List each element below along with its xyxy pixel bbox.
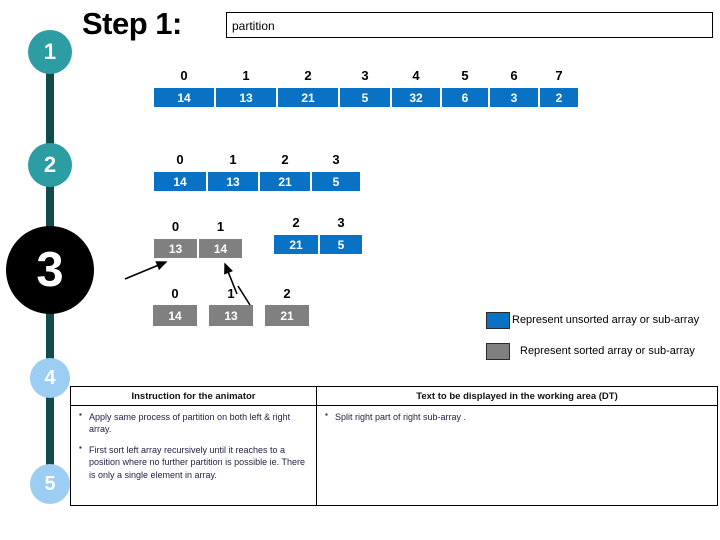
- table-cell-display-text: Split right part of right sub-array .: [317, 406, 717, 505]
- array-index-label: 0: [180, 68, 188, 83]
- instruction-table: Instruction for the animator Text to be …: [70, 386, 718, 506]
- array-cell[interactable]: 14: [153, 305, 197, 326]
- array-index-label: 0: [171, 219, 180, 234]
- array-index-label: 3: [337, 215, 345, 230]
- timeline-step-1[interactable]: 1: [28, 30, 72, 74]
- bullet-item: Split right part of right sub-array .: [325, 410, 711, 423]
- array-index-label: 0: [176, 152, 184, 167]
- array-index-label: 1: [242, 68, 250, 83]
- table-header-row: Instruction for the animator Text to be …: [71, 387, 717, 406]
- array-cell[interactable]: 21: [273, 234, 319, 255]
- timeline-step-3[interactable]: 3: [6, 226, 94, 314]
- arrow-to-sorted-left: [124, 261, 168, 280]
- array-index-label: 1: [227, 286, 235, 301]
- timeline-step-2[interactable]: 2: [28, 143, 72, 187]
- legend-swatch-blue: [486, 312, 510, 329]
- step-timeline: 1 2 3 4 5: [0, 0, 100, 540]
- legend-label: Represent sorted array or sub-array: [520, 345, 695, 357]
- timeline-rail-segment: [46, 165, 54, 270]
- array-index-label: 6: [510, 68, 518, 83]
- timeline-step-5[interactable]: 5: [30, 464, 70, 504]
- table-header-display-text: Text to be displayed in the working area…: [416, 390, 618, 402]
- array-index-label: 1: [229, 152, 237, 167]
- legend-swatch-gray: [486, 343, 510, 360]
- array-cell[interactable]: 14: [153, 171, 207, 192]
- array-index-label: 3: [361, 68, 369, 83]
- legend-item: Represent unsorted array or sub-array: [486, 312, 720, 334]
- table-header-instruction: Instruction for the animator: [71, 387, 317, 405]
- array-cell[interactable]: 5: [319, 234, 363, 255]
- slide-header: Step 1: partition: [82, 6, 714, 48]
- array-cell[interactable]: 6: [441, 87, 489, 108]
- array-cell[interactable]: 14: [198, 238, 243, 259]
- array-cell[interactable]: 21: [259, 171, 311, 192]
- timeline-step-4[interactable]: 4: [30, 358, 70, 398]
- timeline-rail-segment: [46, 378, 54, 484]
- array-index-label: 5: [461, 68, 469, 83]
- array-index-label: 1: [216, 219, 225, 234]
- array-index-label: 2: [283, 286, 291, 301]
- page-title: Step 1:: [82, 6, 182, 41]
- table-cell-instructions: Apply same process of partition on both …: [71, 406, 317, 505]
- array-cell[interactable]: 3: [489, 87, 539, 108]
- array-index-label: 2: [281, 152, 289, 167]
- array-index-label: 7: [555, 68, 563, 83]
- bullet-item: First sort left array recursively until …: [79, 443, 310, 480]
- array-index-label: 2: [292, 215, 300, 230]
- array-index-label: 3: [332, 152, 340, 167]
- array-cell[interactable]: 13: [215, 87, 277, 108]
- array-index-label: 2: [304, 68, 312, 83]
- array-cell[interactable]: 13: [209, 305, 253, 326]
- array-cell[interactable]: 5: [311, 171, 361, 192]
- array-cell[interactable]: 21: [277, 87, 339, 108]
- array-cell[interactable]: 2: [539, 87, 579, 108]
- table-body-row: Apply same process of partition on both …: [71, 406, 717, 505]
- array-cell[interactable]: 32: [391, 87, 441, 108]
- step-name-field[interactable]: partition: [226, 12, 713, 38]
- legend-item: Represent sorted array or sub-array: [486, 343, 720, 365]
- legend-label: Represent unsorted array or sub-array: [512, 314, 700, 326]
- array-cell[interactable]: 14: [153, 87, 215, 108]
- bullet-item: Apply same process of partition on both …: [79, 410, 310, 435]
- array-cell[interactable]: 5: [339, 87, 391, 108]
- array-cell[interactable]: 13: [153, 238, 198, 259]
- array-cell[interactable]: 21: [265, 305, 309, 326]
- array-cell[interactable]: 13: [207, 171, 259, 192]
- timeline-rail-segment: [46, 52, 54, 165]
- timeline-rail-segment: [46, 270, 54, 378]
- array-index-label: 0: [171, 286, 179, 301]
- array-index-label: 4: [412, 68, 420, 83]
